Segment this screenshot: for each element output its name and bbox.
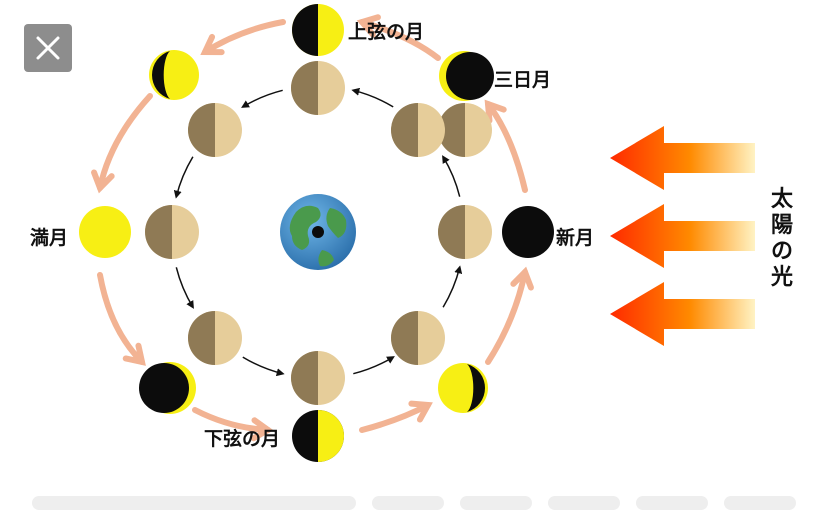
inner-moon bbox=[438, 205, 492, 259]
waning-gibbous-moon bbox=[139, 362, 196, 414]
inner-moon bbox=[391, 311, 445, 365]
first-quarter-moon bbox=[292, 4, 344, 56]
crescent-moon bbox=[439, 51, 494, 101]
earth-icon bbox=[280, 194, 356, 270]
inner-arrow bbox=[442, 265, 463, 308]
waxing-gibbous-moon bbox=[149, 50, 199, 100]
close-button[interactable] bbox=[24, 24, 72, 72]
inner-arrow bbox=[353, 356, 395, 375]
bottom-chip[interactable] bbox=[32, 496, 356, 510]
inner-arrow bbox=[351, 87, 394, 108]
bottom-chip[interactable] bbox=[724, 496, 796, 510]
outer-arrowhead bbox=[200, 33, 225, 56]
sunlight-char-2: 陽 bbox=[771, 213, 793, 238]
outer-arrowhead bbox=[91, 169, 115, 194]
outer-arrow bbox=[485, 269, 528, 365]
outer-orbit-arrows bbox=[91, 14, 534, 442]
sunlight-char-4: 光 bbox=[770, 265, 793, 290]
label-new-moon: 新月 bbox=[556, 226, 594, 249]
inner-arrow bbox=[173, 156, 194, 199]
close-icon bbox=[36, 36, 60, 60]
bottom-chip[interactable] bbox=[460, 496, 532, 510]
label-first-quarter: 上弦の月 bbox=[348, 20, 424, 43]
inner-moon bbox=[291, 351, 345, 405]
full-moon bbox=[79, 206, 131, 258]
outer-arrow bbox=[202, 19, 286, 55]
sunlight-arrow-3 bbox=[610, 282, 755, 346]
inner-arrow bbox=[442, 155, 461, 197]
last-quarter-moon bbox=[292, 410, 344, 462]
outer-arrow bbox=[359, 402, 431, 433]
sunlight-char-3: の bbox=[771, 239, 793, 264]
sunlight-arrow-1 bbox=[610, 126, 755, 190]
new-moon bbox=[502, 206, 554, 258]
bottom-chip[interactable] bbox=[548, 496, 620, 510]
outer-phase-moons bbox=[79, 4, 554, 462]
outer-arrowhead bbox=[510, 266, 534, 291]
sunlight-arrow-2 bbox=[610, 204, 755, 268]
outer-arrowhead bbox=[408, 400, 433, 423]
inner-moon bbox=[188, 103, 242, 157]
outer-arrow bbox=[192, 407, 271, 433]
bottom-chip[interactable] bbox=[372, 496, 444, 510]
bottom-chip[interactable] bbox=[636, 496, 708, 510]
label-crescent: 三日月 bbox=[494, 69, 551, 91]
outer-arrow bbox=[359, 19, 441, 61]
inner-arrow bbox=[175, 267, 194, 309]
outer-arrow bbox=[97, 272, 145, 365]
inner-arrow bbox=[242, 356, 285, 377]
outer-arrowhead bbox=[484, 99, 507, 124]
outer-arrowhead bbox=[356, 14, 381, 38]
outer-arrowhead bbox=[122, 342, 146, 366]
outer-arrowhead bbox=[250, 417, 274, 442]
waning-crescent-moon bbox=[438, 363, 488, 413]
inner-orbit-arrows bbox=[173, 87, 463, 377]
inner-moon bbox=[391, 103, 445, 157]
inner-arrow bbox=[241, 89, 283, 108]
inner-moon bbox=[145, 205, 199, 259]
outer-arrow bbox=[485, 101, 528, 193]
sunlight-char-1: 太 bbox=[771, 187, 794, 212]
label-full-moon: 満月 bbox=[30, 227, 68, 249]
inner-moons bbox=[145, 61, 492, 405]
outer-arrow bbox=[97, 93, 153, 191]
inner-moon bbox=[291, 61, 345, 115]
inner-moon bbox=[438, 103, 492, 157]
inner-moon bbox=[188, 311, 242, 365]
label-last-quarter: 下弦の月 bbox=[204, 427, 280, 450]
sunlight-label: 太 陽 の 光 bbox=[770, 187, 794, 290]
sunlight-arrows bbox=[610, 126, 755, 346]
